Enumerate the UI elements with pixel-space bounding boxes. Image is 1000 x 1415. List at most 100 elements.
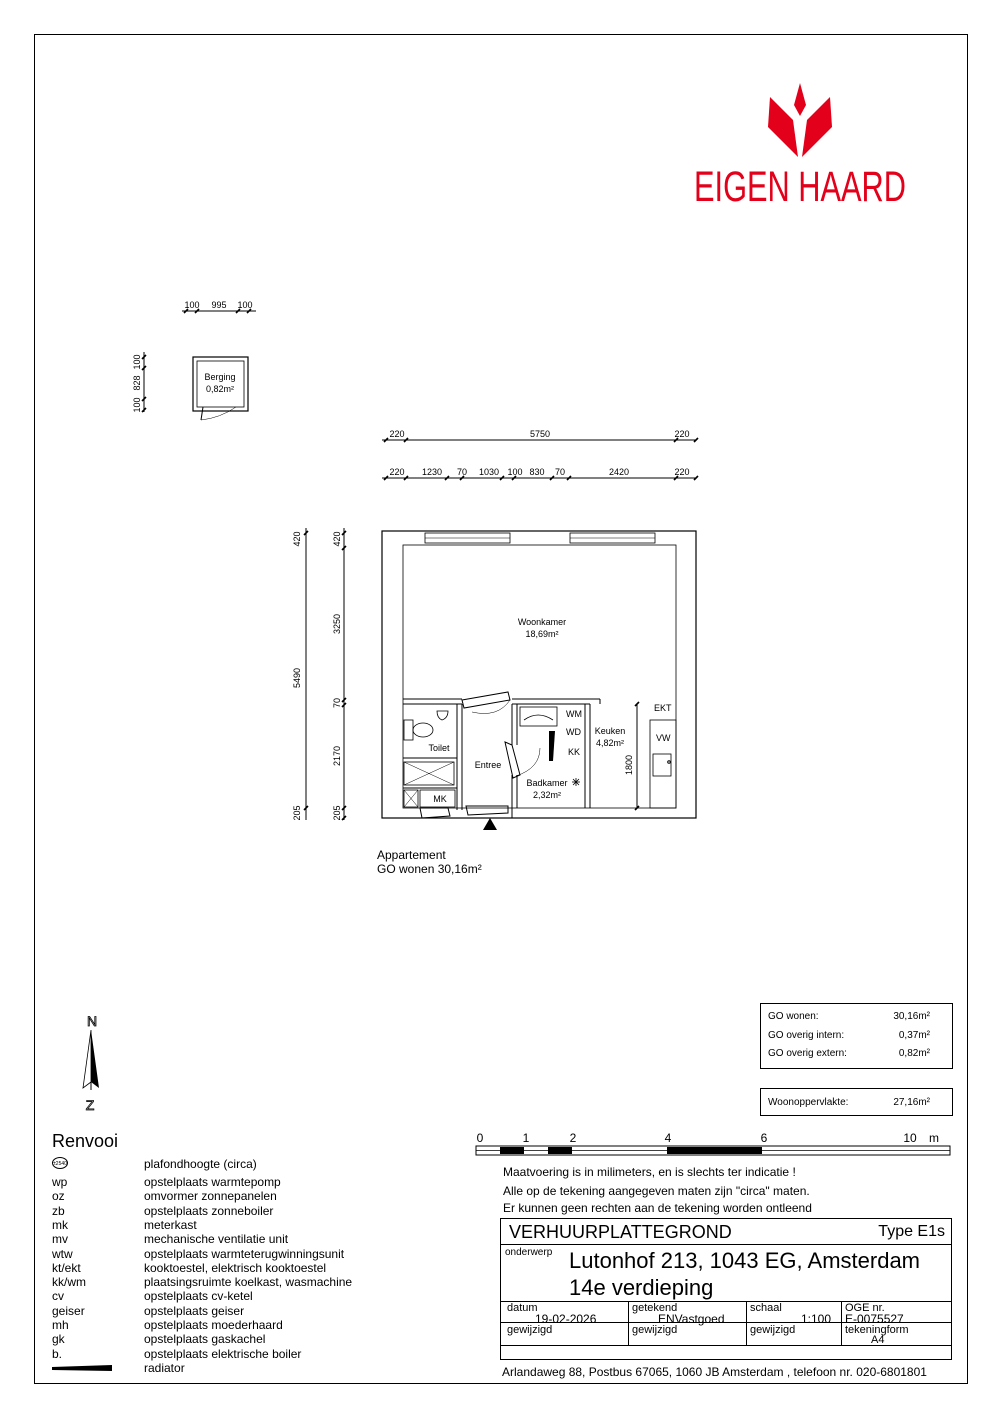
oge-label: OGE nr. [845, 1302, 885, 1314]
dim-top-part-1: 220 [389, 467, 404, 477]
legend-abbr: mv [52, 1232, 68, 1247]
dim-top-part-6: 830 [529, 467, 544, 477]
area-row: GO overig intern: 0,37m² [768, 1030, 930, 1044]
dim-kitchen: 1800 [624, 755, 634, 775]
legend-desc: omvormer zonnepanelen [144, 1189, 277, 1204]
fixture-wd: WD [566, 727, 581, 737]
dim-left-part-5: 205 [332, 805, 342, 820]
dim-left-total: 5490 [292, 668, 302, 688]
apartment-area: GO wonen 30,16m² [377, 862, 482, 876]
dim-top-total-2: 5750 [530, 429, 550, 439]
fixture-vw: VW [656, 733, 671, 743]
area-row: Woonoppervlakte: 27,16m² [768, 1097, 930, 1111]
fixture-wm: WM [566, 709, 582, 719]
area-label: GO overig intern: [768, 1030, 845, 1041]
legend-abbr: zb [52, 1203, 65, 1218]
dim-top-part-3: 70 [457, 467, 467, 477]
company-address-footer: Arlandaweg 88, Postbus 67065, 1060 JB Am… [502, 1365, 927, 1379]
note-line-1: Maatvoering is in milimeters, en is slec… [503, 1165, 796, 1179]
area-value: 27,16m² [893, 1097, 930, 1108]
scale-unit: m [929, 1131, 939, 1145]
scale-label-1: 1 [523, 1131, 530, 1145]
compass-north: N [87, 1013, 97, 1029]
area-label: GO overig extern: [768, 1048, 847, 1059]
dim-top-part-7: 70 [555, 467, 565, 477]
storage-dim-top-2: 995 [211, 300, 226, 310]
legend-abbr: mh [52, 1318, 69, 1332]
legend-abbr: b. [52, 1346, 63, 1361]
legend-abbr: kt/ekt [52, 1260, 81, 1275]
dim-left-part-4: 2170 [332, 746, 342, 766]
note-line-2: Alle op de tekening aangegeven maten zij… [503, 1184, 810, 1198]
radiator-icon [52, 1365, 112, 1371]
compass-south: Z [86, 1097, 95, 1113]
sheet-border [34, 34, 968, 1384]
radiator-icon [549, 731, 555, 761]
scale-label-4: 4 [665, 1131, 672, 1145]
legend-abbr: wtw [52, 1246, 73, 1261]
drawn-by-value: ENVastgoed [658, 1312, 725, 1326]
storage-label: Berging [204, 372, 235, 382]
scale-label-6: 6 [761, 1131, 768, 1145]
document-title: VERHUURPLATTEGROND [509, 1222, 732, 1242]
note-line-3: Er kunnen geen rechten aan de tekening w… [503, 1201, 812, 1215]
dim-top-part-9: 220 [674, 467, 689, 477]
bathroom-area: 2,32m² [533, 790, 561, 800]
eigen-haard-logo: EIGEN HAARD [694, 83, 906, 210]
storage-dim-top-1: 100 [184, 300, 199, 310]
apartment-caption: Appartement GO wonen 30,16m² [377, 848, 482, 876]
logo-wordmark: EIGEN HAARD [694, 163, 906, 210]
legend-desc: plaatsingsruimte koelkast, wasmachine [144, 1275, 353, 1290]
area-label: Woonoppervlakte: [768, 1097, 849, 1108]
apartment-type: Type E1s [878, 1223, 945, 1240]
toilet-label: Toilet [428, 743, 450, 753]
storage-dim-side-1: 100 [132, 397, 142, 412]
date-value: 19-02-2026 [535, 1312, 597, 1326]
meter-cupboard-label: MK [433, 794, 447, 804]
bathroom-label: Badkamer [526, 778, 567, 788]
legend-desc: opstelplaats elektrische boiler [144, 1346, 302, 1361]
legend-desc: opstelplaats zonneboiler [144, 1203, 274, 1218]
living-area-box: Woonoppervlakte: 27,16m² [760, 1088, 953, 1116]
legend-desc: opstelplaats geiser [144, 1303, 245, 1318]
legend-abbr: kk/wm [52, 1275, 86, 1290]
scale-bar: 0 1 2 4 6 10 m [475, 1131, 951, 1156]
floor-plan-drawing: 100 995 100 100 828 100 Berging 0,82m² 2… [132, 300, 699, 830]
kitchen-label: Keuken [595, 726, 626, 736]
legend-desc: opstelplaats warmteterugwinningsunit [144, 1246, 345, 1261]
legend-desc: meterkast [144, 1217, 197, 1232]
dim-left-part-3: 70 [332, 698, 342, 708]
legend-abbr: wp [52, 1175, 68, 1189]
changed-label-2: gewijzigd [632, 1324, 678, 1336]
area-value: 0,82m² [898, 1048, 930, 1059]
date-label: datum [507, 1302, 538, 1314]
scale-label-0: 0 [477, 1131, 484, 1145]
title-block: VERHUURPLATTEGROND Type E1s onderwerp Lu… [500, 1218, 952, 1360]
dim-top-part-2: 1230 [422, 467, 442, 477]
dim-top-total-3: 220 [674, 429, 689, 439]
floor-level: 14e verdieping [569, 1275, 714, 1300]
north-arrow-icon: N Z [82, 1013, 99, 1113]
area-value: 0,37m² [898, 1030, 930, 1041]
dim-top-total-1: 220 [389, 429, 404, 439]
legend-desc: radiator [144, 1361, 185, 1375]
legend-desc: mechanische ventilatie unit [144, 1232, 289, 1247]
dim-top-part-5: 100 [507, 467, 522, 477]
address: Lutonhof 213, 1043 EG, Amsterdam [569, 1248, 921, 1273]
scale-label-2: 2 [570, 1131, 577, 1145]
living-room-label: Woonkamer [518, 617, 566, 627]
kitchen-area: 4,82m² [596, 738, 624, 748]
area-label: GO wonen: [768, 1011, 819, 1022]
format-value: A4 [871, 1334, 885, 1346]
oge-value: E-0075527 [845, 1312, 904, 1326]
living-room-area: 18,69m² [525, 629, 558, 639]
area-row: GO wonen: 30,16m² [768, 1011, 930, 1025]
apartment-label: Appartement [377, 848, 446, 862]
storage-area: 0,82m² [206, 384, 234, 394]
ceiling-height-icon: ±2540 [52, 1157, 68, 1169]
changed-label-3: gewijzigd [750, 1324, 796, 1336]
legend-desc: opstelplaats cv-ketel [144, 1289, 253, 1304]
scale-value: 1:100 [801, 1312, 832, 1326]
logo-emblem-icon [768, 83, 832, 157]
area-value: 30,16m² [893, 1011, 930, 1022]
